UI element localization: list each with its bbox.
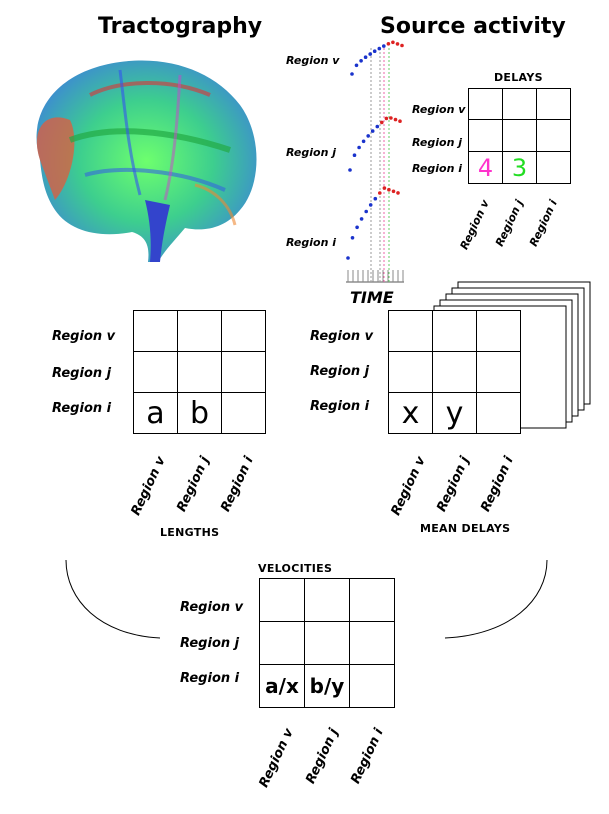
activity-dot-region-v [386, 42, 391, 46]
velocities-cell-i-j: b/y [304, 664, 350, 708]
activity-dot-region-v [400, 43, 404, 48]
activity-dot-region-v [350, 72, 354, 76]
activity-dot-region-j [384, 116, 389, 121]
activity-dot-region-i [368, 203, 373, 207]
mean-delays-row-label-j: Region j [310, 364, 370, 379]
activity-dot-region-i [350, 236, 355, 240]
activity-dot-region-i [359, 217, 364, 221]
lengths-cell-i-v: a [133, 392, 178, 434]
activity-dot-region-j [389, 116, 393, 120]
velocities-title: VELOCITIES [258, 562, 333, 575]
activity-dot-region-j [375, 124, 380, 129]
activity-dot-region-v [368, 52, 373, 56]
delays-row-label-v: Region v [412, 103, 466, 116]
left-bracket [65, 559, 161, 639]
activity-dot-region-j [357, 145, 361, 150]
velocities-row-label-j: Region j [180, 636, 240, 651]
activity-dot-region-i [378, 191, 382, 195]
mean-delays-row-label-i: Region i [310, 399, 370, 414]
source-label-region-j: Region j [286, 146, 337, 159]
time-label: TIME [350, 288, 394, 307]
activity-dot-region-v [354, 63, 359, 68]
activity-dot-region-v [395, 42, 400, 46]
velocities-cell-i-v: a/x [259, 664, 305, 708]
delays-title: DELAYS [494, 71, 543, 84]
activity-dot-region-j [361, 139, 366, 144]
lengths-row-label-i: Region i [52, 401, 112, 416]
source-label-region-v: Region v [286, 54, 340, 67]
activity-dot-region-v [377, 46, 382, 51]
activity-dot-region-j [370, 129, 375, 133]
delays-cell-i-v: 4 [468, 151, 503, 184]
activity-dot-region-i [387, 187, 391, 192]
delays-row-label-j: Region j [412, 136, 463, 149]
mean-delays-matrix: x y [388, 310, 521, 434]
activity-dot-region-j [393, 117, 398, 122]
activity-dot-region-i [355, 225, 359, 230]
activity-dot-region-v [382, 44, 386, 48]
activity-dot-region-i [396, 191, 400, 195]
lengths-cell-i-j: b [177, 392, 222, 434]
source-label-region-i: Region i [286, 236, 337, 249]
activity-dot-region-v [372, 49, 377, 53]
time-axis [346, 48, 404, 283]
activity-dot-region-i [346, 256, 350, 260]
activity-dot-region-v [359, 59, 363, 63]
activity-dot-region-j [348, 168, 352, 172]
mean-delays-cell-i-v: x [388, 392, 433, 434]
activity-dot-region-i [364, 209, 369, 214]
velocities-matrix: a/x b/y [259, 578, 395, 708]
velocities-row-label-i: Region i [180, 671, 240, 686]
activity-dot-region-j [352, 153, 357, 157]
activity-dot-region-j [398, 119, 402, 123]
tractography-title: Tractography [98, 14, 263, 39]
activity-dot-region-i [382, 186, 387, 190]
velocities-row-label-v: Region v [180, 600, 244, 615]
delays-row-label-i: Region i [412, 162, 463, 175]
source-activity-title: Source activity [380, 14, 566, 39]
source-activity-traces [346, 40, 404, 260]
mean-delays-row-label-v: Region v [310, 329, 374, 344]
right-bracket [444, 559, 548, 639]
lengths-row-label-j: Region j [52, 366, 112, 381]
lengths-title: LENGTHS [160, 526, 220, 539]
lengths-matrix: a b [133, 310, 266, 434]
activity-dot-region-j [366, 134, 371, 138]
brain-tractography-image [36, 60, 257, 262]
activity-dot-region-v [363, 55, 368, 59]
lengths-row-label-v: Region v [52, 329, 116, 344]
mean-delays-cell-i-j: y [432, 392, 477, 434]
mean-delays-title: MEAN DELAYS [420, 522, 511, 535]
activity-dot-region-i [391, 189, 396, 194]
activity-dot-region-j [380, 120, 384, 125]
delays-matrix: 4 3 [468, 88, 571, 184]
activity-dot-region-v [391, 40, 395, 45]
delays-cell-i-j: 3 [502, 151, 537, 184]
activity-dot-region-i [373, 196, 378, 201]
